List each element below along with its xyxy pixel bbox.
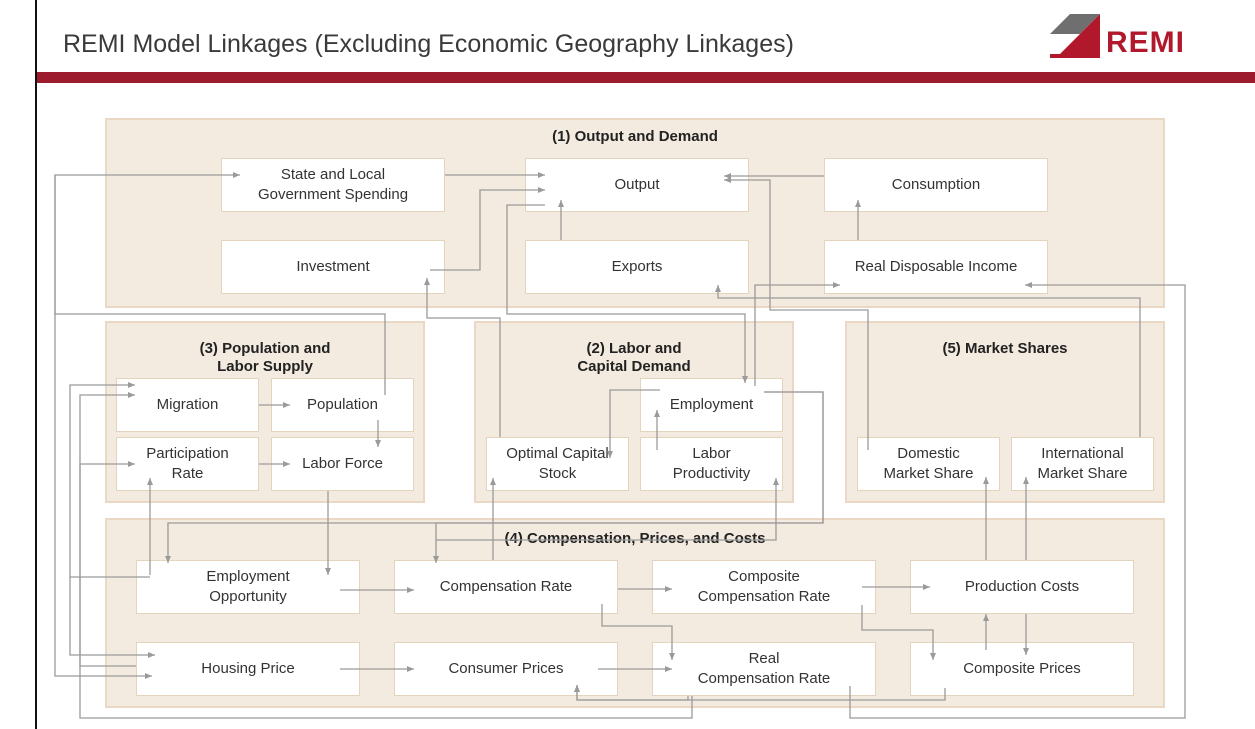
node-population: Population: [271, 378, 414, 432]
node-composite-compensation-rate: Composite Compensation Rate: [652, 560, 876, 614]
node-compensation-rate: Compensation Rate: [394, 560, 618, 614]
node-state-local-government-spending: State and Local Government Spending: [221, 158, 445, 212]
section-title-output-demand: (1) Output and Demand: [552, 128, 718, 145]
node-housing-price: Housing Price: [136, 642, 360, 696]
section-title-compensation: (4) Compensation, Prices, and Costs: [504, 530, 766, 547]
node-production-costs: Production Costs: [910, 560, 1134, 614]
node-participation-rate: Participation Rate: [116, 437, 259, 491]
node-real-disposable-income: Real Disposable Income: [824, 240, 1048, 294]
node-investment: Investment: [221, 240, 445, 294]
node-exports: Exports: [525, 240, 749, 294]
section-title-market-shares: (5) Market Shares: [942, 340, 1068, 357]
section-title-labor-capital: (2) Labor and Capital Demand: [577, 340, 691, 375]
node-output: Output: [525, 158, 749, 212]
remi-logo: REMI: [1050, 12, 1200, 68]
section-title-population: (3) Population and Labor Supply: [199, 340, 331, 375]
title-underline-bar: [37, 72, 1255, 83]
remi-logo-mark-icon: [1050, 14, 1100, 58]
node-domestic-market-share: Domestic Market Share: [857, 437, 1000, 491]
node-labor-force: Labor Force: [271, 437, 414, 491]
node-optimal-capital-stock: Optimal Capital Stock: [486, 437, 629, 491]
remi-logo-text: REMI: [1106, 26, 1185, 59]
node-migration: Migration: [116, 378, 259, 432]
node-international-market-share: International Market Share: [1011, 437, 1154, 491]
node-labor-productivity: Labor Productivity: [640, 437, 783, 491]
slide-title: REMI Model Linkages (Excluding Economic …: [63, 30, 794, 58]
node-employment-opportunity: Employment Opportunity: [136, 560, 360, 614]
node-composite-prices: Composite Prices: [910, 642, 1134, 696]
node-consumption: Consumption: [824, 158, 1048, 212]
node-consumer-prices: Consumer Prices: [394, 642, 618, 696]
left-edge-rule: [35, 0, 37, 729]
node-employment: Employment: [640, 378, 783, 432]
node-real-compensation-rate: Real Compensation Rate: [652, 642, 876, 696]
